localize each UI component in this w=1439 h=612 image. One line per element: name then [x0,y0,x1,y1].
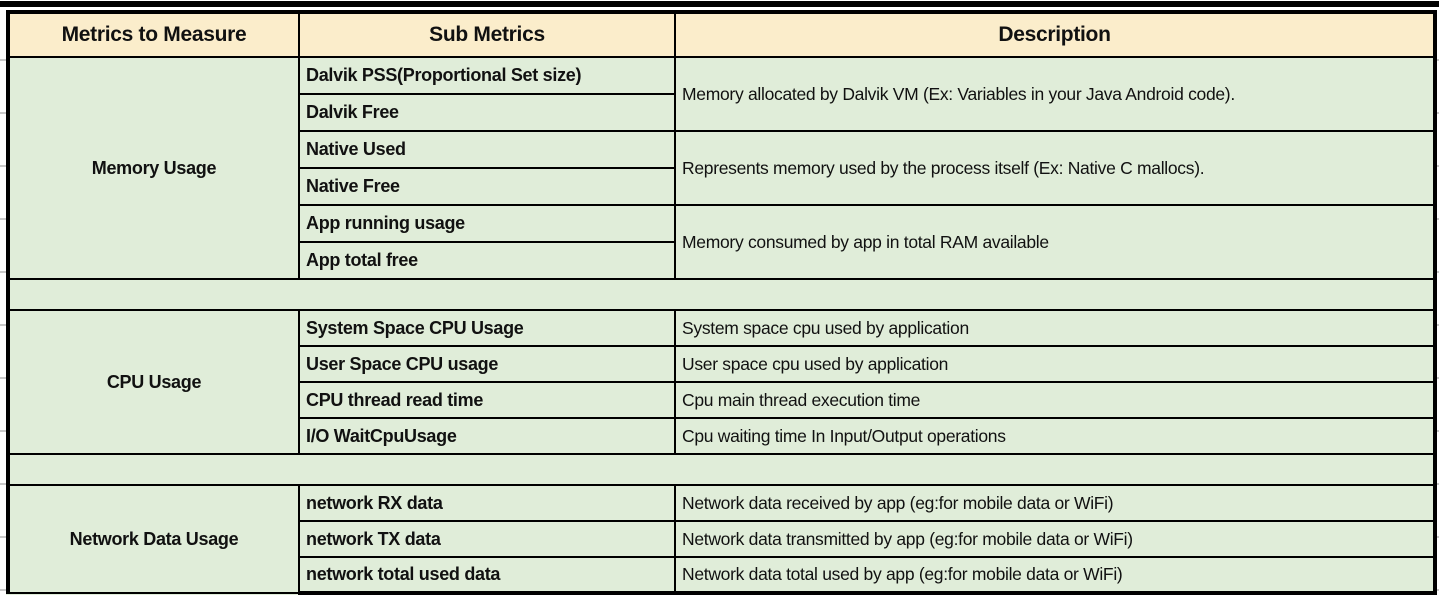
table-row: Dalvik Free [8,93,1435,132]
column-header-metrics-to-measure: Metrics to Measure [6,10,300,58]
spacer-row [6,278,1437,311]
table-row: Native Used Represents memory used by th… [8,130,1437,206]
sub-metric-cell-native-used: Native Used [298,130,676,169]
spacer-cell [6,453,1437,486]
table-row: network TX data Network data transmitted… [8,520,1437,558]
table-row: CPU thread read time Cpu main thread exe… [8,381,1437,419]
sub-metric-cell-io-wait-cpu: I/O WaitCpuUsage [298,417,676,455]
spacer-cell [6,278,1437,311]
table-row: Network Data Usage network RX data Netwo… [6,484,1437,594]
description-cell-native: Represents memory used by the process it… [674,130,1437,206]
metric-cell-network-data-usage: Network Data Usage [6,484,300,594]
table-row: network total used data Network data tot… [8,556,1437,595]
sub-metric-cell-cpu-thread-read-time: CPU thread read time [298,381,676,419]
sub-metric-cell-app-total-free: App total free [298,241,676,280]
column-header-description: Description [674,10,1437,58]
top-black-bar [0,1,1439,7]
sub-metric-cell-network-total: network total used data [298,556,676,595]
description-cell-cpu-thread: Cpu main thread execution time [674,381,1437,419]
table-row: User Space CPU usage User space cpu used… [8,345,1437,383]
sub-metric-cell-dalvik-pss: Dalvik PSS(Proportional Set size) [298,56,676,95]
metrics-table: Metrics to Measure Sub Metrics Descripti… [6,10,1437,595]
header-row: Metrics to Measure Sub Metrics Descripti… [6,10,1437,58]
description-cell-dalvik: Memory allocated by Dalvik VM (Ex: Varia… [674,56,1437,132]
description-cell-system-space-cpu: System space cpu used by application [674,309,1437,347]
sub-metric-cell-network-rx: network RX data [298,484,676,522]
table-row: Memory Usage Dalvik PSS(Proportional Set… [6,56,1437,280]
description-cell-network-tx: Network data transmitted by app (eg:for … [674,520,1437,558]
table-row: Native Free [8,167,1435,206]
table-row: CPU Usage System Space CPU Usage System … [6,309,1437,455]
description-cell-user-space-cpu: User space cpu used by application [674,345,1437,383]
description-cell-network-rx: Network data received by app (eg:for mob… [674,484,1437,522]
metric-cell-memory-usage: Memory Usage [6,56,300,280]
right-gridline-margin [1435,8,1439,612]
sub-metric-cell-app-running-usage: App running usage [298,204,676,243]
sub-metric-cell-network-tx: network TX data [298,520,676,558]
sub-metric-cell-system-space-cpu: System Space CPU Usage [298,309,676,347]
table-row: App running usage Memory consumed by app… [8,204,1437,280]
description-cell-network-total: Network data total used by app (eg:for m… [674,556,1437,595]
column-header-sub-metrics: Sub Metrics [298,10,676,58]
spacer-row [6,453,1437,486]
sub-metric-cell-dalvik-free: Dalvik Free [298,93,676,132]
table-row: I/O WaitCpuUsage Cpu waiting time In Inp… [8,417,1437,455]
sub-metric-cell-native-free: Native Free [298,167,676,206]
metric-cell-cpu-usage: CPU Usage [6,309,300,455]
left-gridline-margin [0,8,6,612]
description-cell-io-wait: Cpu waiting time In Input/Output operati… [674,417,1437,455]
description-cell-app-memory: Memory consumed by app in total RAM avai… [674,204,1437,280]
table-row: App total free [8,241,1435,280]
sub-metric-cell-user-space-cpu: User Space CPU usage [298,345,676,383]
